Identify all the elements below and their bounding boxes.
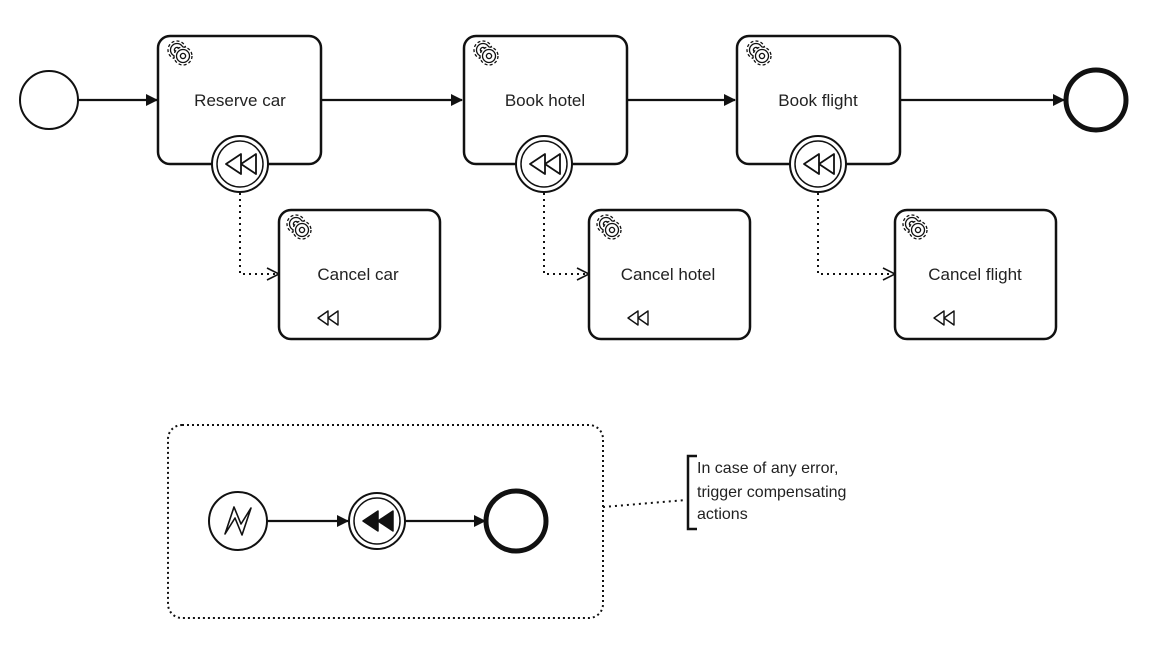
- text-annotation-bracket[interactable]: [686, 454, 697, 531]
- annotation-association[interactable]: [602, 499, 687, 508]
- task-label: Reserve car: [194, 91, 286, 110]
- error-start-event[interactable]: [208, 491, 268, 551]
- text-annotation: In case of any error, trigger compensati…: [697, 460, 846, 523]
- task-reserve-car[interactable]: Reserve car: [156, 34, 323, 166]
- task-book-hotel[interactable]: Book hotel: [462, 34, 629, 166]
- compensation-association[interactable]: [543, 193, 589, 274]
- compensation-task-cancel-flight[interactable]: Cancel flight: [893, 208, 1058, 341]
- compensation-icon: [529, 153, 561, 175]
- compensation-association[interactable]: [239, 193, 279, 274]
- annotation-line: trigger compensating: [697, 484, 846, 501]
- compensation-association[interactable]: [817, 193, 895, 274]
- end-event[interactable]: [483, 488, 549, 554]
- compensation-task-cancel-hotel[interactable]: Cancel hotel: [587, 208, 752, 341]
- annotation-line: actions: [697, 506, 748, 523]
- compensation-boundary-event[interactable]: [515, 135, 573, 193]
- compensation-boundary-event[interactable]: [211, 135, 269, 193]
- task-label: Cancel car: [317, 265, 399, 284]
- task-label: Book hotel: [505, 91, 585, 110]
- compensation-icon: [225, 153, 257, 175]
- error-icon: [224, 506, 252, 536]
- task-label: Book flight: [778, 91, 858, 110]
- compensation-task-cancel-car[interactable]: Cancel car: [277, 208, 442, 341]
- compensation-throw-event[interactable]: [348, 492, 406, 550]
- start-event[interactable]: [19, 70, 79, 130]
- compensation-boundary-event[interactable]: [789, 135, 847, 193]
- compensation-throw-icon: [362, 510, 394, 532]
- task-label: Cancel flight: [928, 265, 1022, 284]
- end-event[interactable]: [1063, 67, 1129, 133]
- task-label: Cancel hotel: [621, 265, 716, 284]
- compensation-icon: [803, 153, 835, 175]
- annotation-line: In case of any error,: [697, 460, 838, 477]
- event-subprocess[interactable]: [167, 424, 604, 619]
